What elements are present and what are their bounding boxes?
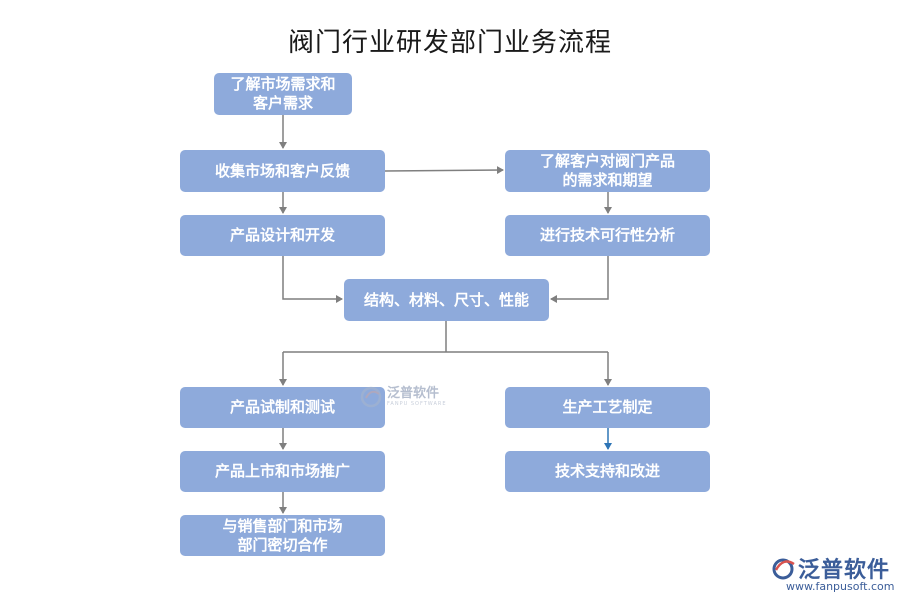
node-label: 收集市场和客户反馈 xyxy=(214,161,350,180)
node-process-planning: 生产工艺制定 xyxy=(505,387,710,428)
node-label: 产品试制和测试 xyxy=(229,398,335,416)
node-trial-and-test: 产品试制和测试 xyxy=(180,387,385,428)
arrow-n3-n6 xyxy=(282,256,343,303)
node-structure-material: 结构、材料、尺寸、性能 xyxy=(344,279,549,321)
node-label: 产品上市和市场推广 xyxy=(214,462,350,480)
node-launch-promotion: 产品上市和市场推广 xyxy=(180,451,385,492)
watermark-text: 泛普软件 xyxy=(387,386,440,401)
watermark: 泛普软件 FANPU SOFTWARE xyxy=(360,386,447,408)
fanpu-brand-icon xyxy=(772,558,795,580)
arrow-n5-n6 xyxy=(550,256,609,303)
node-understand-market-needs: 了解市场需求和 客户需求 xyxy=(214,73,352,115)
node-label: 产品设计和开发 xyxy=(229,226,335,244)
watermark-subtext: FANPU SOFTWARE xyxy=(387,401,447,407)
brand-url: www.fanpusoft.com xyxy=(786,580,895,593)
node-tech-support: 技术支持和改进 xyxy=(505,451,710,492)
node-collect-feedback: 收集市场和客户反馈 xyxy=(180,150,385,192)
fanpu-logo-icon xyxy=(360,386,382,408)
arrow-n2-n4 xyxy=(384,166,504,175)
brand-name: 泛普软件 xyxy=(798,558,891,583)
node-label: 结构、材料、尺寸、性能 xyxy=(363,290,529,309)
brand-logo: 泛普软件 xyxy=(770,552,890,584)
node-label: 了解客户对阀门产品 的需求和期望 xyxy=(539,152,675,189)
node-label: 技术支持和改进 xyxy=(554,462,660,480)
node-cooperate-sales: 与销售部门和市场 部门密切合作 xyxy=(180,515,385,556)
node-label: 与销售部门和市场 部门密切合作 xyxy=(222,516,343,554)
node-product-design: 产品设计和开发 xyxy=(180,215,385,256)
node-label: 进行技术可行性分析 xyxy=(539,226,675,244)
node-label: 生产工艺制定 xyxy=(562,398,653,416)
node-customer-expectations: 了解客户对阀门产品 的需求和期望 xyxy=(505,150,710,192)
node-feasibility-analysis: 进行技术可行性分析 xyxy=(505,215,710,256)
node-label: 了解市场需求和 客户需求 xyxy=(230,75,336,112)
diagram-title: 阀门行业研发部门业务流程 xyxy=(287,28,612,58)
